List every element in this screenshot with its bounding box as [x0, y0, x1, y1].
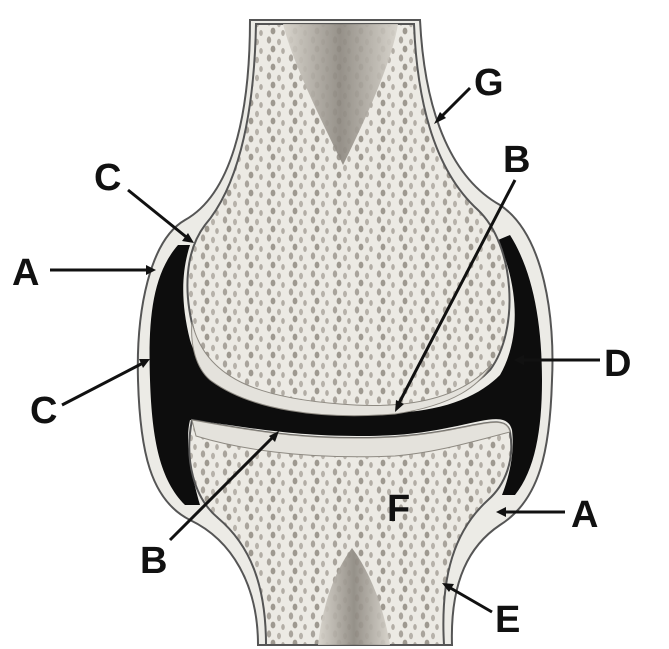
label-c-upper: C — [94, 157, 121, 199]
label-e: E — [495, 599, 520, 641]
arrow-a-upper — [50, 265, 156, 275]
arrow-c-lower — [62, 359, 150, 405]
label-a-upper: A — [12, 252, 39, 294]
label-a-lower: A — [571, 494, 598, 536]
label-g: G — [474, 62, 504, 104]
label-f: F — [387, 488, 410, 530]
arrow-c-upper — [128, 190, 194, 243]
label-d: D — [604, 343, 631, 385]
label-b-upper: B — [503, 139, 530, 181]
label-c-lower: C — [30, 390, 57, 432]
arrow-g — [434, 88, 470, 124]
label-b-lower: B — [140, 540, 167, 582]
